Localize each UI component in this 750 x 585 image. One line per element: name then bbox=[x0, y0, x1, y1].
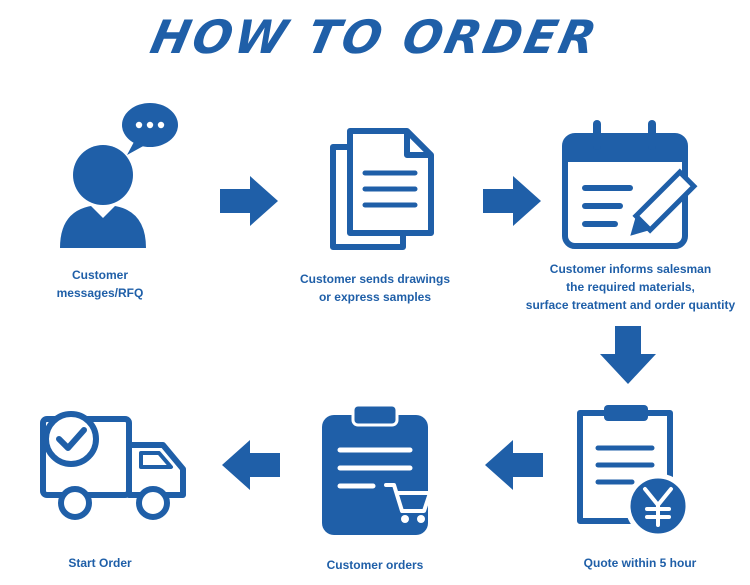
arrow-down-icon bbox=[600, 326, 656, 384]
page-title: HOW TO ORDER bbox=[146, 10, 604, 64]
step-label-inform-salesman: Customer informs salesman the required m… bbox=[525, 262, 736, 312]
step-label-customer-messages: Customer messages/RFQ bbox=[56, 268, 144, 300]
delivery-truck-icon bbox=[40, 411, 186, 520]
step-label-customer-orders: Customer orders bbox=[326, 558, 424, 572]
arrow-left-icon bbox=[222, 440, 280, 490]
clipboard-cart-icon bbox=[322, 405, 432, 535]
step-label-start-order: Start Order bbox=[68, 556, 132, 570]
step-label-quote: Quote within 5 hour bbox=[583, 556, 697, 570]
step-label-send-drawings: Customer sends drawings or express sampl… bbox=[299, 272, 451, 304]
arrow-right-icon bbox=[220, 176, 278, 226]
calendar-edit-icon bbox=[562, 120, 698, 249]
documents-icon bbox=[330, 128, 434, 250]
customer-message-icon bbox=[60, 103, 178, 248]
quote-yen-icon bbox=[577, 405, 691, 538]
arrow-left-icon bbox=[485, 440, 543, 490]
arrow-right-icon bbox=[483, 176, 541, 226]
